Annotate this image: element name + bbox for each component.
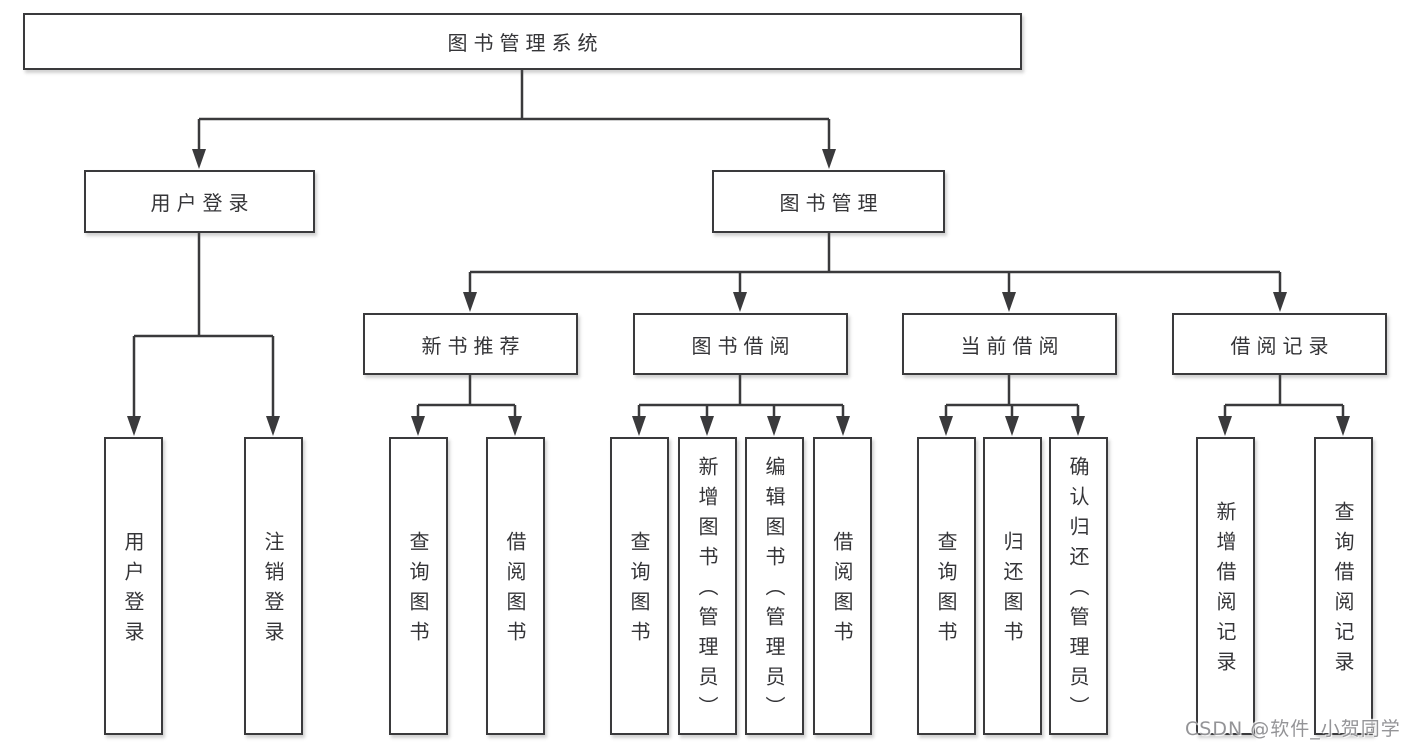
leaf-logout: 注销登录 — [244, 437, 303, 735]
node-label: 查询图书 — [406, 531, 430, 651]
node-label: 图书管理 — [779, 191, 884, 215]
node-label: 新增借阅记录 — [1213, 501, 1237, 681]
node-label: 借阅记录 — [1230, 333, 1335, 358]
node-label: 确认归还（管理员） — [1066, 456, 1090, 726]
leaf-borrow-books-recommend: 借阅图书 — [486, 437, 545, 735]
leaf-confirm-return-admin: 确认归还（管理员） — [1049, 437, 1108, 735]
node-label: 新书推荐 — [421, 333, 526, 358]
node-label: 图书管理系统 — [447, 31, 604, 55]
node-book-management: 图书管理 — [712, 170, 945, 233]
node-library-system: 图书管理系统 — [23, 13, 1022, 70]
node-book-borrowing: 图书借阅 — [633, 313, 848, 375]
node-label: 注销登录 — [261, 531, 285, 651]
leaf-query-books-borrowing: 查询图书 — [610, 437, 669, 735]
leaf-query-borrow-record: 查询借阅记录 — [1314, 437, 1373, 735]
node-label: 新增图书（管理员） — [695, 456, 719, 726]
node-label: 当前借阅 — [960, 333, 1065, 358]
leaf-query-books-recommend: 查询图书 — [389, 437, 448, 735]
leaf-return-books: 归还图书 — [983, 437, 1042, 735]
leaf-query-books-current: 查询图书 — [917, 437, 976, 735]
node-label: 用户登录 — [121, 531, 145, 651]
node-label: 图书借阅 — [691, 333, 796, 358]
leaf-borrow-books: 借阅图书 — [813, 437, 872, 735]
node-label: 归还图书 — [1000, 531, 1024, 651]
leaf-add-borrow-record: 新增借阅记录 — [1196, 437, 1255, 735]
node-label: 借阅图书 — [503, 531, 527, 651]
node-borrowing-records: 借阅记录 — [1172, 313, 1387, 375]
node-user-login: 用户登录 — [84, 170, 315, 233]
node-new-book-recommend: 新书推荐 — [363, 313, 578, 375]
leaf-edit-books-admin: 编辑图书（管理员） — [745, 437, 804, 735]
node-label: 借阅图书 — [830, 531, 854, 651]
node-label: 查询借阅记录 — [1331, 501, 1355, 681]
node-label: 编辑图书（管理员） — [762, 456, 786, 726]
connector-lines — [132, 70, 1345, 418]
node-label: 查询图书 — [627, 531, 651, 651]
node-label: 查询图书 — [934, 531, 958, 651]
leaf-add-books-admin: 新增图书（管理员） — [678, 437, 737, 735]
csdn-watermark: CSDN @软件_小贺同学 — [1185, 718, 1401, 740]
arrowhead-icons — [127, 149, 1350, 436]
node-current-borrowing: 当前借阅 — [902, 313, 1117, 375]
node-label: 用户登录 — [150, 191, 255, 215]
leaf-user-login: 用户登录 — [104, 437, 163, 735]
